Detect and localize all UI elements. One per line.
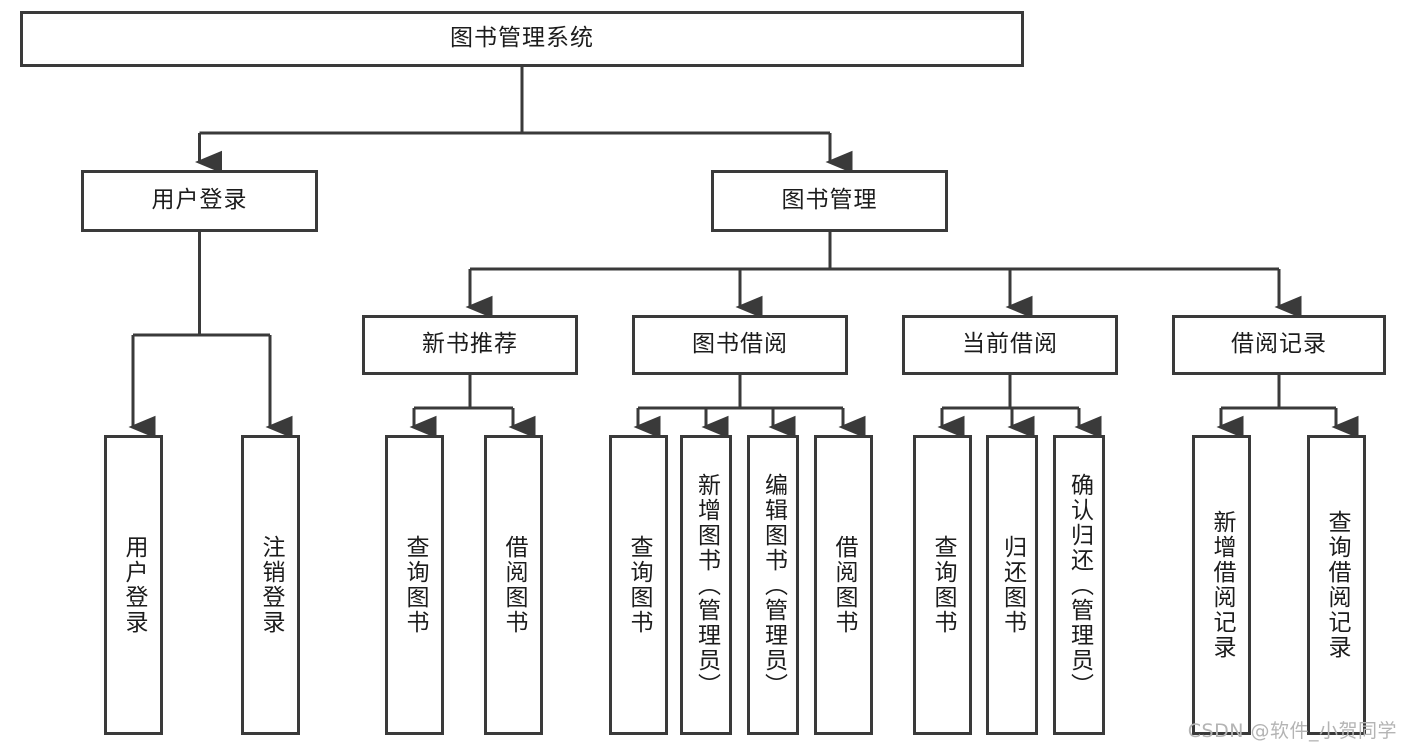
leaf-query-borrow-record[interactable]: 查询借阅记录: [1307, 435, 1366, 735]
node-label: 当前借阅: [962, 331, 1058, 358]
node-label: 借阅图书: [501, 535, 528, 635]
leaf-confirm-return-admin[interactable]: 确认归还（管理员）: [1053, 435, 1105, 735]
node-new-book-recommend[interactable]: 新书推荐: [362, 315, 578, 375]
node-user-login[interactable]: 用户登录: [81, 170, 318, 232]
leaf-add-book-admin[interactable]: 新增图书（管理员）: [680, 435, 732, 735]
node-label: 用户登录: [121, 535, 148, 635]
leaf-query-book-recommend[interactable]: 查询图书: [385, 435, 444, 735]
leaf-borrow-book-recommend[interactable]: 借阅图书: [484, 435, 543, 735]
node-book-borrow[interactable]: 图书借阅: [632, 315, 848, 375]
node-label: 图书管理系统: [450, 25, 594, 52]
node-label: 查询图书: [402, 535, 429, 635]
node-label: 注销登录: [258, 535, 285, 635]
node-current-borrow[interactable]: 当前借阅: [902, 315, 1118, 375]
leaf-borrow-book[interactable]: 借阅图书: [814, 435, 873, 735]
node-label: 新书推荐: [422, 331, 518, 358]
watermark-text: CSDN @软件_小贺同学: [1187, 720, 1397, 742]
node-label: 查询借阅记录: [1324, 510, 1351, 660]
leaf-edit-book-admin[interactable]: 编辑图书（管理员）: [747, 435, 799, 735]
node-label: 借阅图书: [831, 535, 858, 635]
leaf-user-login[interactable]: 用户登录: [104, 435, 163, 735]
node-label: 图书借阅: [692, 331, 788, 358]
leaf-add-borrow-record[interactable]: 新增借阅记录: [1192, 435, 1251, 735]
node-label: 新增借阅记录: [1209, 510, 1236, 660]
node-label: 归还图书: [999, 535, 1026, 635]
leaf-query-book-current[interactable]: 查询图书: [913, 435, 972, 735]
leaf-return-book[interactable]: 归还图书: [986, 435, 1038, 735]
node-label: 图书管理: [781, 187, 878, 214]
node-label: 编辑图书（管理员）: [760, 472, 787, 698]
node-label: 查询图书: [626, 535, 653, 635]
node-book-management[interactable]: 图书管理: [711, 170, 948, 232]
leaf-user-logout[interactable]: 注销登录: [241, 435, 300, 735]
leaf-query-book-borrow[interactable]: 查询图书: [609, 435, 668, 735]
node-label: 用户登录: [151, 187, 248, 214]
node-label: 查询图书: [930, 535, 957, 635]
node-label: 借阅记录: [1231, 331, 1327, 358]
node-root[interactable]: 图书管理系统: [20, 11, 1024, 67]
node-borrow-record[interactable]: 借阅记录: [1172, 315, 1386, 375]
node-label: 确认归还（管理员）: [1066, 472, 1093, 698]
node-label: 新增图书（管理员）: [693, 472, 720, 698]
